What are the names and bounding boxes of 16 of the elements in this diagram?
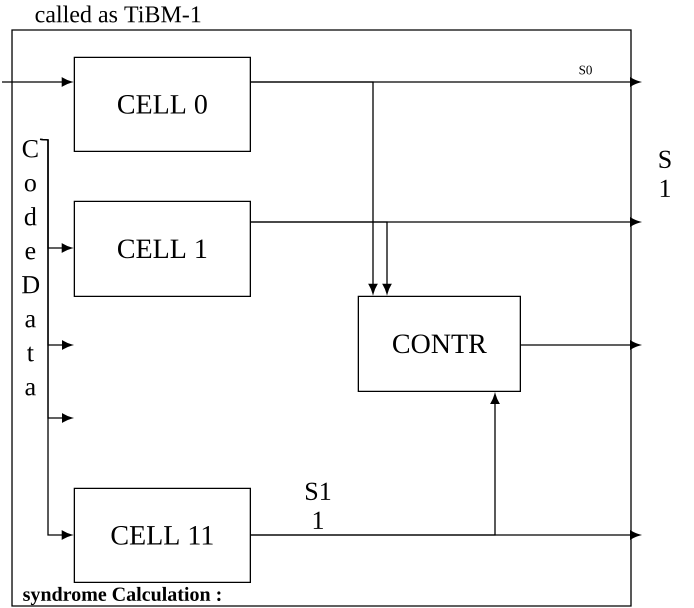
arrow: [40, 138, 72, 540]
block-box: CELL 1: [74, 200, 251, 297]
block-box: CELL 11: [74, 488, 251, 583]
arrow: [251, 81, 378, 294]
signal-label: S1 1: [306, 482, 330, 529]
arrow: [251, 221, 392, 294]
block-box: CELL 0: [74, 56, 251, 152]
block-box: CONTR: [358, 296, 521, 392]
arrow: [2, 78, 72, 86]
arrow: [251, 394, 500, 536]
frame-box: [11, 29, 632, 607]
signal-label: S0: [580, 66, 592, 74]
arrow: [521, 340, 640, 350]
heading-text: called as TiBM-1: [36, 6, 200, 22]
vertical-label: Code Data: [22, 140, 40, 396]
signal-label: S 1: [660, 150, 671, 197]
